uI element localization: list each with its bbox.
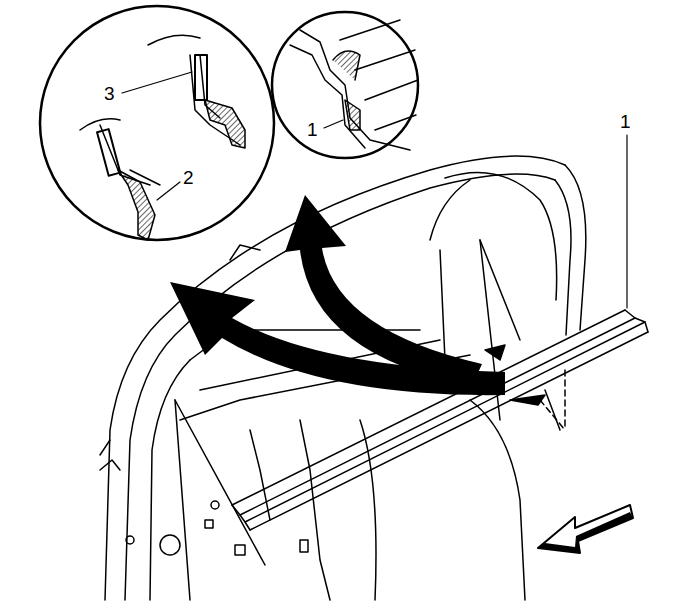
- leader-line: [122, 72, 627, 308]
- curved-arrow: [285, 195, 482, 386]
- direction-arrow: [538, 512, 633, 553]
- detail-inset: [40, 6, 274, 240]
- detail-inset: [272, 12, 418, 158]
- callout-number: 2: [182, 168, 195, 187]
- callout-number: 3: [103, 84, 116, 103]
- callout-number: 1: [306, 120, 319, 139]
- sill-molding: [232, 310, 648, 530]
- direction-arrow: [538, 505, 633, 553]
- callout-number: 1: [619, 112, 632, 131]
